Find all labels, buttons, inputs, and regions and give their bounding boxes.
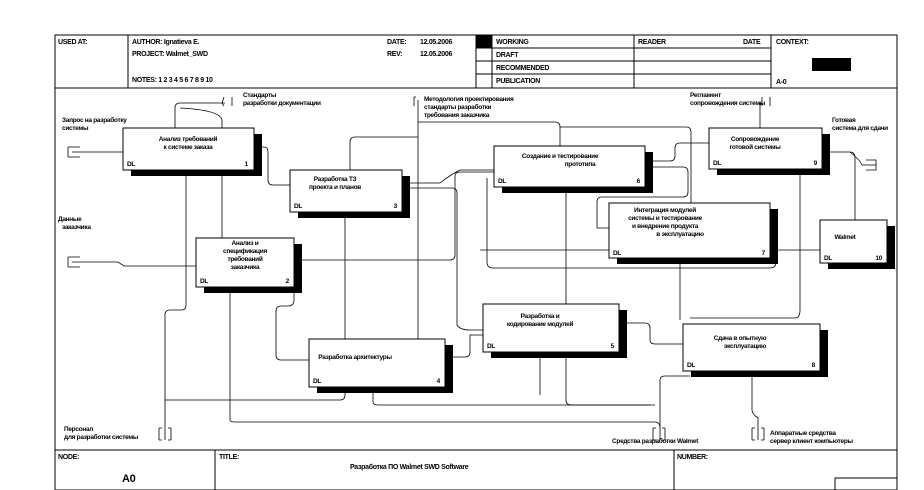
activity-box-4[interactable]: Разработка архитектуры DL 4 [308, 338, 453, 393]
activity-box-10[interactable]: Walmet DL 10 [819, 219, 895, 269]
used-at-label: USED AT: [58, 39, 87, 46]
status-working: WORKING [496, 39, 529, 46]
box-number: 7 [762, 250, 766, 257]
box-number: 3 [394, 203, 398, 210]
project: PROJECT: Walmet_SWD [132, 51, 208, 58]
context-label: CONTEXT: [776, 39, 809, 46]
status-publication: PUBLICATION [496, 78, 540, 85]
number-label: NUMBER: [677, 454, 708, 461]
box-dl: DL [487, 343, 495, 350]
diagram-title: Разработка ПО Walmet SWD Software [350, 463, 469, 471]
context-node-marker [812, 58, 851, 71]
box-dl: DL [613, 250, 621, 257]
date-value: 12.05.2006 [420, 39, 452, 46]
box-label: Walmet [834, 234, 856, 241]
date-label: DATE: [387, 39, 406, 46]
connections [67, 96, 877, 441]
box-dl: DL [200, 278, 208, 285]
box-dl: DL [313, 378, 321, 385]
rev-value: 12.05.2006 [420, 51, 452, 58]
reader-label: READER [638, 39, 666, 46]
notes: NOTES: 1 2 3 4 5 6 7 8 9 10 [132, 77, 213, 84]
label-mech-tools: Средства разработки Walmet [612, 437, 699, 445]
box-number: 4 [437, 378, 441, 385]
box-number: 8 [812, 362, 816, 369]
header-block: USED AT: AUTHOR: Ignatieva E. PROJECT: W… [55, 35, 897, 89]
box-dl: DL [687, 362, 695, 369]
title-label: TITLE: [219, 454, 239, 461]
box-dl: DL [824, 255, 832, 262]
rev-label: REV: [387, 51, 402, 58]
box-dl: DL [294, 203, 302, 210]
box-dl: DL [713, 160, 721, 167]
context-node: A-0 [776, 79, 787, 86]
reader-date-label: DATE [743, 39, 761, 46]
box-number: 9 [814, 160, 818, 167]
box-dl: DL [498, 178, 506, 185]
node-value: A0 [122, 473, 136, 485]
box-number: 5 [611, 343, 615, 350]
box-number: 10 [875, 255, 882, 262]
box-number: 1 [245, 161, 249, 168]
box-number: 6 [637, 178, 641, 185]
status-recommended: RECOMMENDED [496, 65, 549, 72]
working-status-marker [476, 35, 492, 48]
status-draft: DRAFT [496, 52, 519, 59]
box-label: Разработка архитектуры [318, 353, 392, 361]
box-dl: DL [127, 161, 135, 168]
node-label: NODE: [58, 454, 79, 461]
author: AUTHOR: Ignatieva E. [132, 39, 199, 46]
box-number: 2 [286, 278, 290, 285]
footer-block: NODE: A0 TITLE: Разработка ПО Walmet SWD… [55, 449, 898, 490]
